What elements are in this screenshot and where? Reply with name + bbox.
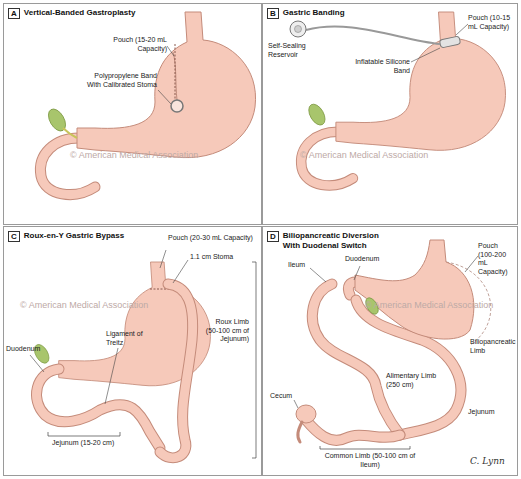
signature: C. Lynn: [470, 456, 514, 466]
panel-heading: D Biliopancreatic Diversion With Duodenal…: [267, 231, 395, 251]
part-label: Biliopancreatic Limb: [470, 338, 516, 355]
part-label: Jejunum (15-20 cm): [52, 439, 132, 448]
part-label: Jejunum: [468, 408, 512, 417]
part-label: Inflatable Silicone Band: [350, 58, 410, 75]
part-label: Polypropylene Band With Calibrated Stoma: [85, 72, 157, 89]
panel-heading: A Vertical-Banded Gastroplasty: [8, 8, 135, 19]
procedure-panel: B Gastric Banding: [262, 3, 518, 225]
part-label: Pouch (10-15 mL Capacity): [468, 14, 516, 31]
watermark: © American Medical Association: [365, 300, 493, 310]
panel-letter: C: [8, 231, 20, 242]
part-label: Duodenum: [345, 255, 389, 264]
watermark: © American Medical Association: [300, 150, 428, 160]
panel-letter: A: [8, 8, 20, 19]
part-label: Roux Limb (50-100 cm of Jejunum): [203, 318, 249, 344]
part-label: Pouch (15-20 mL Capacity): [95, 36, 167, 53]
panel-title: Biliopancreatic Diversion With Duodenal …: [283, 231, 395, 251]
procedure-panel: C Roux-en-Y Gastric Bypass: [3, 226, 262, 476]
panel-title: Roux-en-Y Gastric Bypass: [24, 231, 124, 241]
panel-title: Gastric Banding: [283, 8, 345, 18]
watermark: © American Medical Association: [70, 150, 198, 160]
watermark: © American Medical Association: [20, 300, 148, 310]
panel-heading: B Gastric Banding: [267, 8, 345, 19]
part-label: Cecum: [270, 392, 300, 401]
part-label: Ligament of Treitz: [106, 330, 160, 347]
part-label: Self-Sealing Reservoir: [268, 42, 320, 59]
panel-title: Vertical-Banded Gastroplasty: [24, 8, 136, 18]
panel-letter: B: [267, 8, 279, 19]
part-label: Common Limb (50-100 cm of Ileum): [318, 452, 422, 469]
part-label: 1.1 cm Stoma: [190, 253, 246, 262]
panel-heading: C Roux-en-Y Gastric Bypass: [8, 231, 124, 242]
part-label: Pouch (100-200 mL Capacity): [478, 242, 516, 276]
part-label: Alimentary Limb (250 cm): [386, 372, 448, 389]
part-label: Duodenum: [6, 345, 50, 354]
panel-letter: D: [267, 231, 279, 242]
part-label: Ileum: [288, 261, 314, 270]
part-label: Pouch (20-30 mL Capacity): [168, 234, 256, 243]
